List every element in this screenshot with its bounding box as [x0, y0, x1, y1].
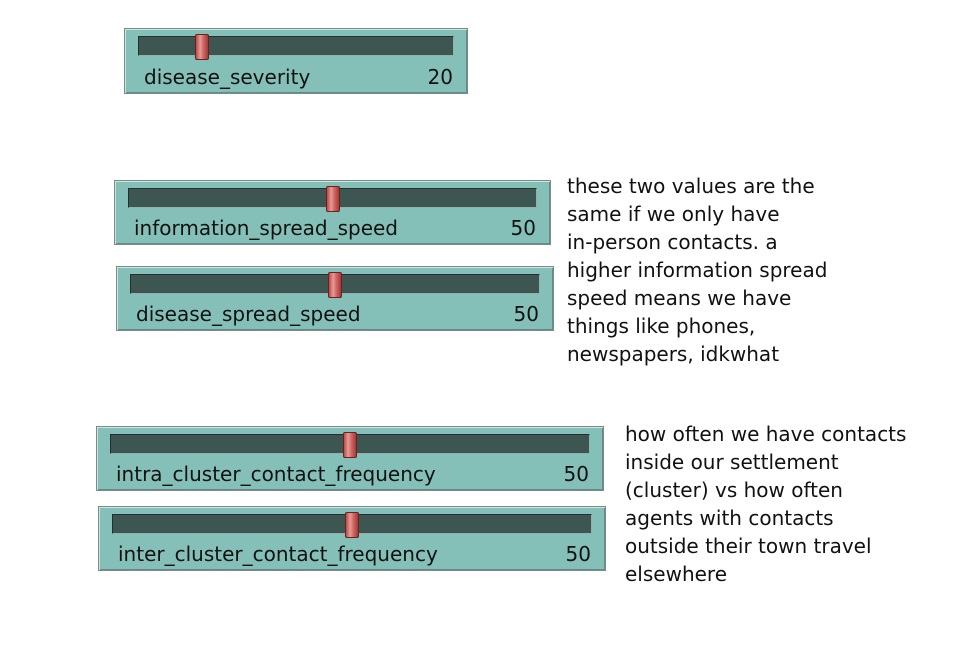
slider-value: 50 — [510, 216, 536, 240]
disease-severity-slider[interactable]: disease_severity 20 — [124, 28, 468, 94]
slider-thumb[interactable] — [328, 272, 342, 298]
slider-thumb[interactable] — [194, 34, 209, 60]
slider-label: disease_severity — [144, 65, 311, 89]
spread-speed-note: these two values are the same if we only… — [567, 174, 828, 366]
slider-value: 50 — [513, 302, 539, 326]
slider-thumb[interactable] — [345, 512, 359, 538]
contact-frequency-note: how often we have contacts inside our se… — [625, 422, 907, 586]
slider-value: 50 — [565, 542, 591, 566]
slider-thumb[interactable] — [343, 432, 357, 458]
slider-label: disease_spread_speed — [136, 302, 361, 326]
disease-spread-speed-slider[interactable]: disease_spread_speed 50 — [116, 266, 554, 331]
slider-label: intra_cluster_contact_frequency — [116, 462, 436, 486]
slider-track[interactable] — [130, 272, 540, 298]
slider-track[interactable] — [110, 432, 590, 458]
slider-track[interactable] — [112, 512, 592, 538]
inter-cluster-contact-frequency-slider[interactable]: inter_cluster_contact_frequency 50 — [98, 506, 606, 571]
slider-track[interactable] — [128, 186, 537, 212]
slider-value: 50 — [563, 462, 589, 486]
slider-label: inter_cluster_contact_frequency — [118, 542, 438, 566]
intra-cluster-contact-frequency-slider[interactable]: intra_cluster_contact_frequency 50 — [96, 426, 604, 491]
slider-label: information_spread_speed — [134, 216, 399, 240]
information-spread-speed-slider[interactable]: information_spread_speed 50 — [114, 180, 551, 245]
slider-value: 20 — [427, 65, 453, 89]
slider-track[interactable] — [138, 34, 454, 60]
slider-thumb[interactable] — [325, 186, 340, 212]
